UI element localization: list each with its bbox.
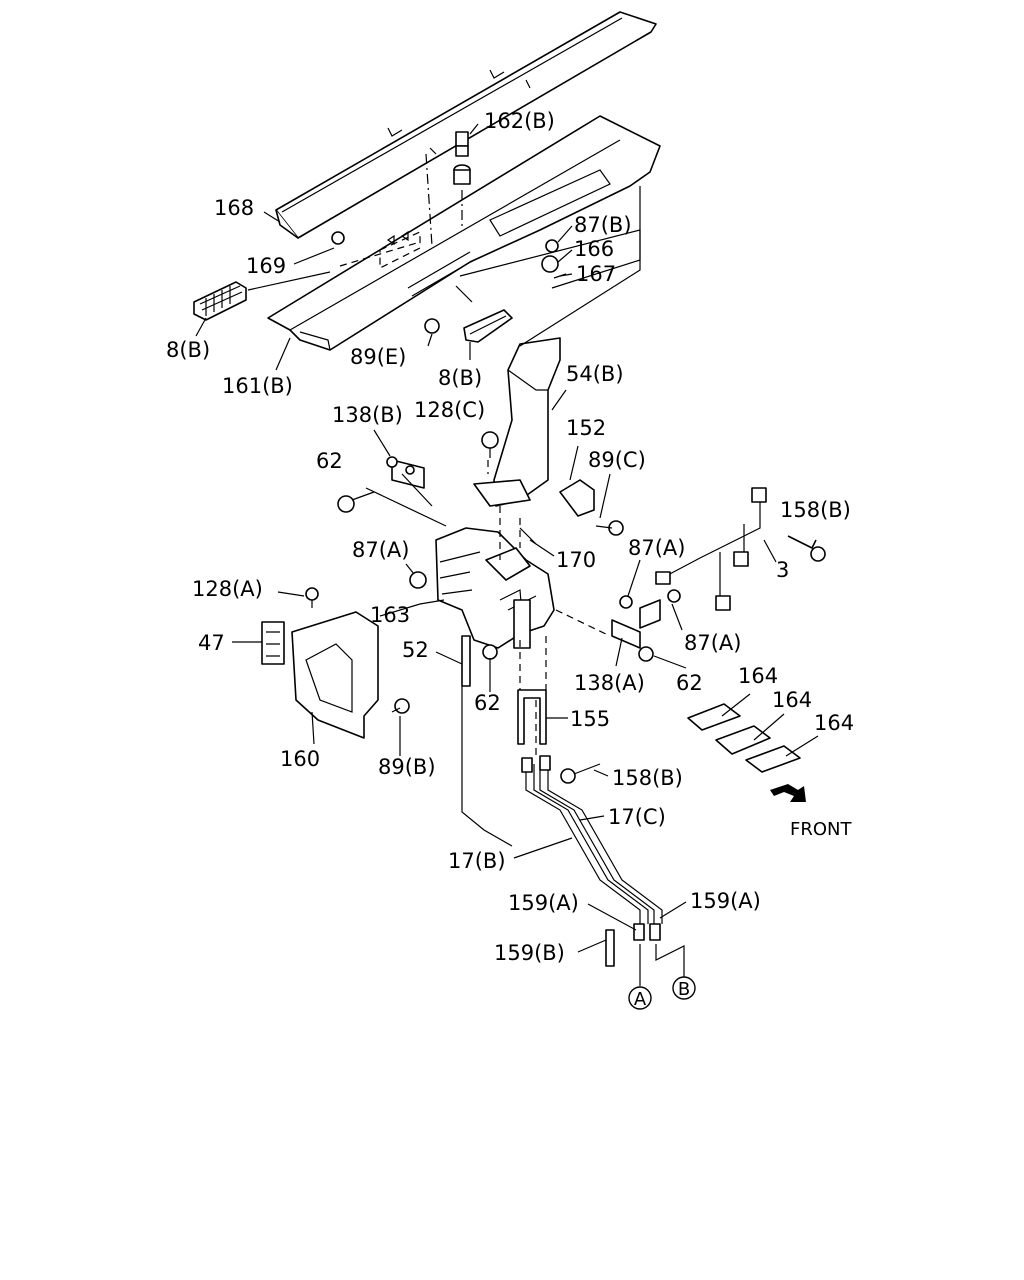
plate-47 [261,621,285,665]
label-54b: 54(B) [566,362,624,386]
rod-52 [461,635,471,687]
label-169: 169 [246,254,286,278]
pads-164 [687,703,801,773]
ref-a-label: A [634,989,647,1010]
bracket-138b [386,456,425,489]
bracket-138a [611,599,661,649]
clip-152 [559,479,595,517]
label-47: 47 [198,631,225,655]
label-128c: 128(C) [414,398,485,422]
label-138b: 138(B) [332,403,403,427]
label-89e: 89(E) [350,345,406,369]
upper-panel [275,11,657,239]
label-159b: 159(B) [494,941,565,965]
pipes-17 [461,686,663,967]
label-170: 170 [556,548,596,572]
label-158b-bottom: 158(B) [612,766,683,790]
clip-155 [517,689,547,745]
vertical-duct-54b [473,337,561,507]
heater-unit-163 [435,527,555,649]
label-168: 168 [214,196,254,220]
label-163: 163 [370,603,410,627]
ref-circle-b: B [672,976,696,1000]
bolts [305,431,681,714]
label-87a-right: 87(A) [684,631,741,655]
label-87a-center: 87(A) [628,536,685,560]
label-152: 152 [566,416,606,440]
label-89c: 89(C) [588,448,646,472]
label-17c: 17(C) [608,805,666,829]
label-89b: 89(B) [378,755,436,779]
cover-160 [291,611,379,739]
label-52: 52 [402,638,429,662]
wire-harness-3 [655,487,767,611]
assembly-lines [339,153,685,986]
label-164-a: 164 [738,664,778,688]
label-164-b: 164 [772,688,812,712]
ref-b-label: B [678,979,690,1000]
label-162b: 162(B) [484,109,555,133]
front-label: FRONT [790,819,852,840]
label-8b-center: 8(B) [438,366,482,390]
screws-158b [560,535,826,784]
label-62-top: 62 [316,449,343,473]
ref-circle-a: A [628,986,652,1010]
label-164-c: 164 [814,711,854,735]
label-159a-left: 159(A) [508,891,579,915]
fasteners-top [331,131,567,334]
label-167: 167 [576,262,616,286]
arrow-down-right-icon [770,784,806,802]
label-87b: 87(B) [574,213,632,237]
label-138a: 138(A) [574,671,645,695]
label-159a-right: 159(A) [690,889,761,913]
label-3: 3 [776,558,789,582]
label-87a-left: 87(A) [352,538,409,562]
label-8b-left: 8(B) [166,338,210,362]
label-158b-right: 158(B) [780,498,851,522]
label-17b: 17(B) [448,849,506,873]
label-160: 160 [280,747,320,771]
label-166: 166 [574,237,614,261]
label-128a: 128(A) [192,577,263,601]
vent-piece-center [463,309,513,343]
leader-lines [195,123,819,953]
label-161b: 161(B) [222,374,293,398]
label-62-right: 62 [676,671,703,695]
label-62-bottom: 62 [474,691,501,715]
vent-grille-left [193,281,247,321]
label-155: 155 [570,707,610,731]
duct-assembly-161b [267,115,661,351]
part-labels: 162(B) 168 87(B) 166 169 167 8(B) 89(E) … [166,109,854,965]
